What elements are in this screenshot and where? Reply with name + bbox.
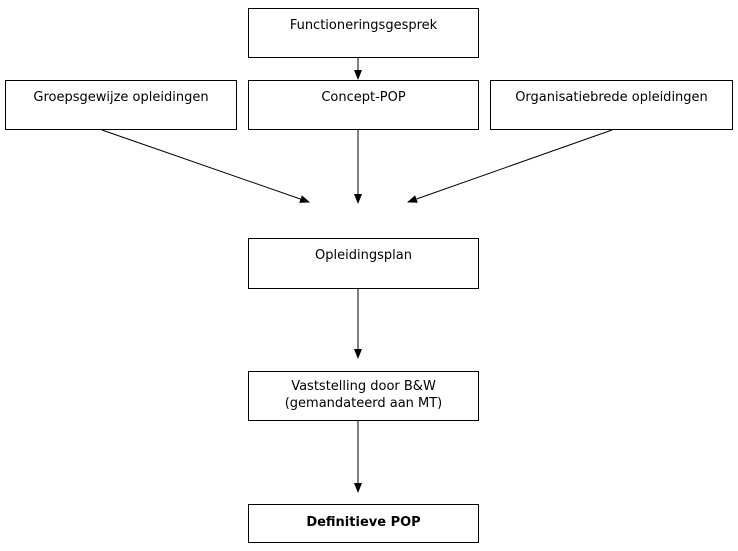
node-opleidingsplan: Opleidingsplan xyxy=(248,238,479,289)
node-concept-pop: Concept-POP xyxy=(248,80,479,130)
node-functioneringsgesprek: Functioneringsgesprek xyxy=(248,8,479,58)
node-label-line-1: Vaststelling door B&W xyxy=(291,379,436,394)
arrow-groepsgewijze-to-opleidingsplan xyxy=(101,129,310,203)
node-label-line-2: (gemandateerd aan MT) xyxy=(284,396,443,411)
node-label: Opleidingsplan xyxy=(315,248,412,263)
node-label: Organisatiebrede opleidingen xyxy=(515,90,708,105)
node-label: Definitieve POP xyxy=(306,515,421,530)
node-label: Groepsgewijze opleidingen xyxy=(33,90,209,105)
node-groepsgewijze-opleidingen: Groepsgewijze opleidingen xyxy=(5,80,237,130)
node-label-group: Vaststelling door B&W (gemandateerd aan … xyxy=(249,372,478,412)
node-definitieve-pop: Definitieve POP xyxy=(248,504,479,543)
node-organisatiebrede-opleidingen: Organisatiebrede opleidingen xyxy=(490,80,733,130)
arrow-organisatiebrede-to-opleidingsplan xyxy=(407,129,613,203)
node-vaststelling: Vaststelling door B&W (gemandateerd aan … xyxy=(248,371,479,421)
node-label: Functioneringsgesprek xyxy=(289,18,438,33)
node-label: Concept-POP xyxy=(321,90,406,105)
